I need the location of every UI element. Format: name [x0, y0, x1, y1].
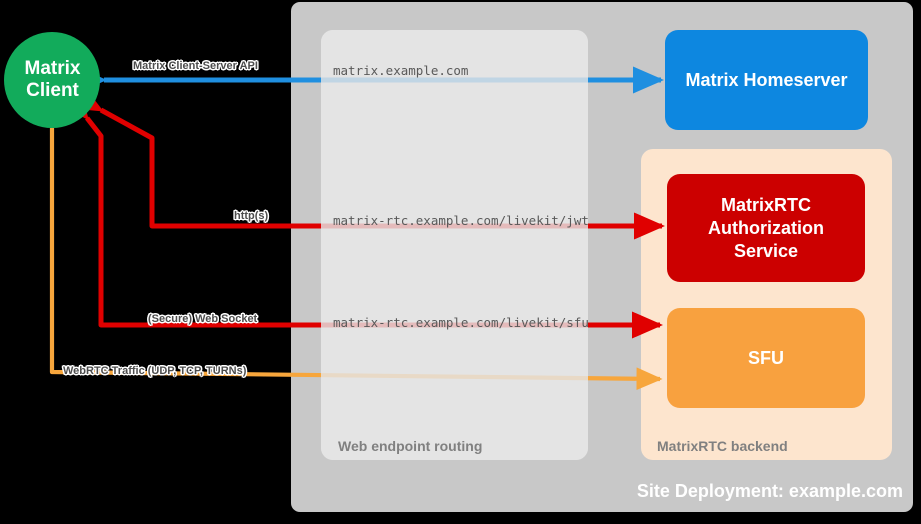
endpoint-label-sfu: matrix-rtc.example.com/livekit/sfu — [333, 315, 589, 330]
edge-label-websocket: (Secure) Web Socket — [148, 313, 258, 325]
routing-panel-overlay — [321, 30, 588, 460]
caption-matrixrtc-backend: MatrixRTC backend — [657, 438, 788, 454]
node-matrix-homeserver[interactable] — [665, 30, 868, 130]
node-matrix-client[interactable] — [4, 32, 100, 128]
edge-label-jwt: http(s) — [234, 210, 269, 222]
endpoint-label-matrix: matrix.example.com — [333, 63, 469, 78]
endpoint-label-jwt: matrix-rtc.example.com/livekit/jwt — [333, 213, 589, 228]
caption-web-endpoint-routing: Web endpoint routing — [338, 438, 483, 454]
edge-label-cs-api: Matrix Client-Server API — [133, 60, 258, 72]
caption-site-deployment: Site Deployment: example.com — [636, 481, 903, 501]
node-sfu[interactable] — [667, 308, 865, 408]
node-matrixrtc-auth-service[interactable] — [667, 174, 865, 282]
edge-label-webrtc: WebRTC Traffic (UDP, TCP, TURNs) — [63, 365, 247, 377]
